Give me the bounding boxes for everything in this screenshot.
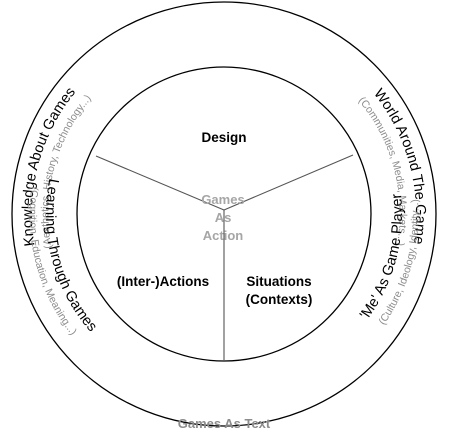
sector-situations-label: Situations <box>246 274 311 289</box>
games-as-text-caption: Games As Text <box>178 416 271 431</box>
sector-interactions-label: (Inter-)Actions <box>117 274 209 289</box>
center-label-line2: As <box>215 210 232 225</box>
outer-ring <box>11 1 437 427</box>
sector-contexts-label: (Contexts) <box>246 292 313 307</box>
center-label-line3: Action <box>203 228 244 243</box>
sector-design-label: Design <box>201 130 246 145</box>
divider-left <box>95 155 225 211</box>
divider-right <box>223 154 354 211</box>
center-label-line1: Games <box>201 192 244 207</box>
learning-through-games-title: Learning Through Games <box>42 177 100 334</box>
